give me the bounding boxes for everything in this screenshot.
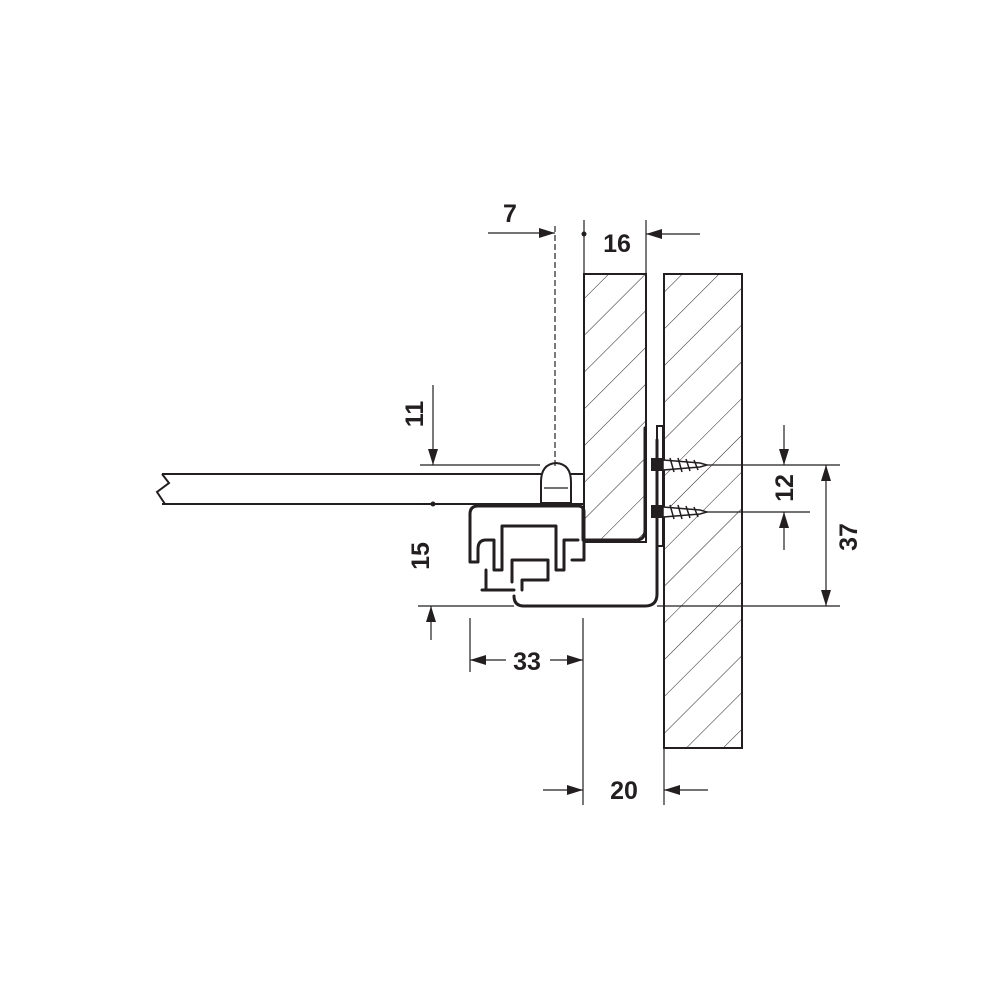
dimension-15: 15 (407, 542, 514, 640)
dimension-11: 11 (401, 385, 540, 507)
locating-peg (540, 461, 572, 504)
drawer-bottom-panel (155, 473, 584, 505)
dimension-label-7: 7 (503, 200, 517, 228)
dimension-label-37: 37 (835, 523, 863, 551)
runner-profile (468, 426, 659, 608)
drawer-side-panel (583, 273, 647, 543)
dimension-label-12: 12 (771, 474, 799, 502)
dimension-20: 20 (543, 748, 708, 805)
dimension-label-20: 20 (610, 777, 638, 805)
dimension-7: 7 (488, 200, 556, 468)
dimension-label-11: 11 (401, 401, 429, 428)
screw-lower (651, 504, 710, 520)
dimension-12: 12 (707, 425, 840, 550)
dimension-16: 16 (581, 220, 700, 274)
dimension-37: 37 (657, 465, 863, 607)
dimension-label-16: 16 (603, 230, 631, 258)
dimension-label-15: 15 (407, 542, 435, 570)
dimension-33: 33 (469, 618, 584, 805)
dimension-label-33: 33 (513, 648, 541, 676)
